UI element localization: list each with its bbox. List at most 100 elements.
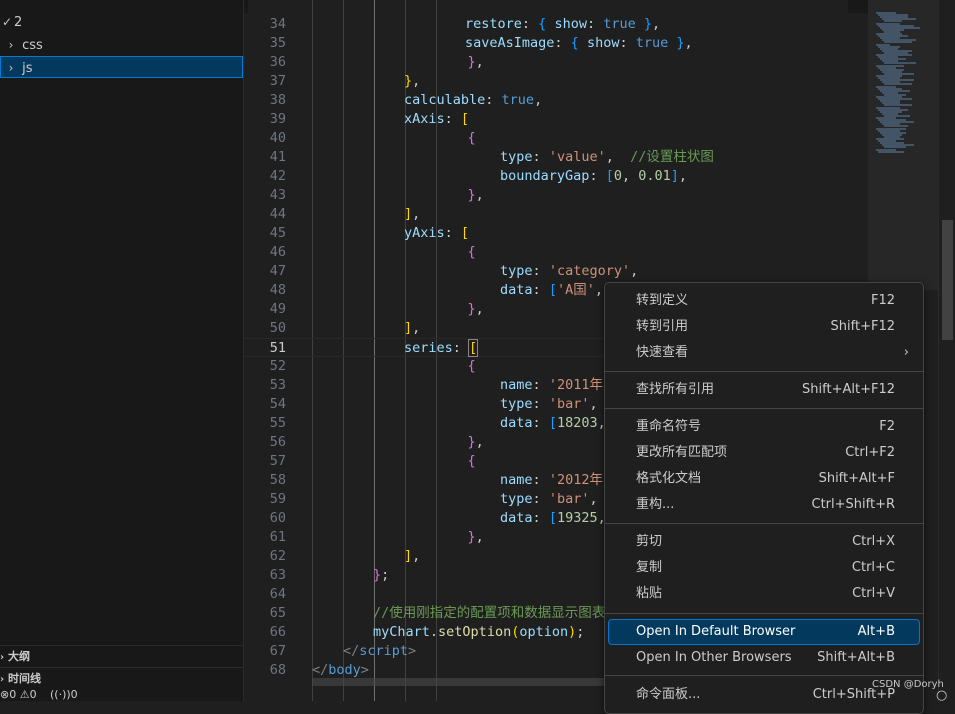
code-line[interactable]: 43 }, <box>244 186 868 205</box>
code-text: restore: { show: true }, <box>465 16 661 32</box>
minimap-line <box>882 112 898 115</box>
code-line[interactable]: 36 }, <box>244 53 868 72</box>
active-editor-tab[interactable] <box>248 0 848 13</box>
problems-status[interactable]: ⊗0 ⚠0 <box>0 688 37 701</box>
line-number: 63 <box>269 567 286 583</box>
tree-folder-css[interactable]: › css <box>0 34 243 56</box>
code-line[interactable]: 53 name: '2011年', <box>244 376 868 395</box>
menu-item-shortcut: Ctrl+C <box>851 560 895 575</box>
minimap-line <box>878 108 908 111</box>
line-number: 56 <box>269 434 286 450</box>
code-line[interactable]: 57 { <box>244 452 868 471</box>
code-line[interactable]: 50], <box>244 319 868 338</box>
menu-item-label: 转到引用 <box>636 319 689 334</box>
code-line[interactable]: 68</body> <box>244 661 868 680</box>
outline-panel-header[interactable]: ›大纲 <box>0 645 243 667</box>
line-number: 37 <box>269 73 286 89</box>
notification-bell-icon[interactable]: ○ <box>936 688 948 703</box>
code-line[interactable]: 65//使用刚指定的配置项和数据显示图表 <box>244 604 868 623</box>
menu-item-shortcut: Ctrl+Shift+P <box>812 687 895 702</box>
line-number: 41 <box>269 149 286 165</box>
menu-item[interactable]: 快速查看› <box>609 341 919 365</box>
menu-item-shortcut: Shift+Alt+F <box>818 471 895 486</box>
minimap-line <box>882 91 898 94</box>
menu-item[interactable]: 重构... Ctrl+Shift+R <box>609 493 919 517</box>
minimap-line <box>878 45 900 48</box>
minimap-line <box>884 104 912 107</box>
tree-folder-js[interactable]: › js <box>0 56 243 78</box>
code-line[interactable]: 61 }, <box>244 528 868 547</box>
ports-count: 0 <box>70 688 78 701</box>
code-text: saveAsImage: { show: true }, <box>465 35 693 51</box>
chevron-down-icon: ✓ <box>1 15 13 29</box>
code-line[interactable]: 63}; <box>244 566 868 585</box>
code-line[interactable]: 37}, <box>244 72 868 91</box>
menu-item-shortcut: Ctrl+Shift+R <box>811 497 896 512</box>
code-line[interactable]: 47 type: 'category', <box>244 262 868 281</box>
minimap-line <box>878 98 912 101</box>
menu-item-label: 命令面板... <box>636 687 701 702</box>
code-line[interactable]: 64 <box>244 585 868 604</box>
tree-label: 2 <box>14 15 23 30</box>
vertical-scrollbar[interactable] <box>938 0 955 701</box>
code-line[interactable]: 52 { <box>244 357 868 376</box>
code-line[interactable]: 41 type: 'value', //设置柱状图 <box>244 148 868 167</box>
menu-item-shortcut: Shift+Alt+B <box>817 650 895 665</box>
minimap-line <box>880 79 914 82</box>
code-line[interactable]: 34 restore: { show: true }, <box>244 15 868 34</box>
menu-item[interactable]: 命令面板... Ctrl+Shift+P <box>609 683 919 707</box>
scrollbar-thumb[interactable] <box>942 220 953 340</box>
indent-guide <box>343 0 344 701</box>
line-number: 53 <box>269 377 286 393</box>
code-line[interactable]: 67</script> <box>244 642 868 661</box>
code-line[interactable]: 40 { <box>244 129 868 148</box>
code-text: type: 'category', <box>500 263 639 279</box>
code-text: }, <box>467 434 484 450</box>
code-line[interactable]: 44], <box>244 205 868 224</box>
menu-item-label: 重构... <box>636 497 675 512</box>
line-number: 47 <box>269 263 286 279</box>
menu-item-shortcut: F2 <box>879 419 895 434</box>
indent-guide <box>374 0 375 701</box>
tree-label: css <box>22 38 43 53</box>
code-line[interactable]: 59 type: 'bar', <box>244 490 868 509</box>
line-number: 43 <box>269 187 286 203</box>
minimap-line <box>882 49 912 52</box>
code-line[interactable]: 46 { <box>244 243 868 262</box>
code-line[interactable]: 54 type: 'bar', <box>244 395 868 414</box>
watermark: CSDN @Doryh <box>872 679 944 690</box>
line-number: 62 <box>269 548 286 564</box>
line-number: 34 <box>269 16 286 32</box>
minimap-line <box>882 60 898 63</box>
code-line[interactable]: 49 }, <box>244 300 868 319</box>
error-count: 0 <box>9 688 17 701</box>
minimap-line <box>878 66 896 69</box>
code-line[interactable]: 56 }, <box>244 433 868 452</box>
code-line[interactable]: 62], <box>244 547 868 566</box>
menu-separator <box>605 613 923 614</box>
horizontal-scrollbar[interactable] <box>312 678 612 686</box>
code-line[interactable]: 42 boundaryGap: [0, 0.01], <box>244 167 868 186</box>
menu-item-label: 粘贴 <box>636 586 663 601</box>
minimap-line <box>876 64 904 67</box>
tree-folder-2[interactable]: ✓2 <box>0 11 243 33</box>
ports-status[interactable]: ((·))0 <box>50 688 78 701</box>
timeline-panel-header[interactable]: ›时间线 <box>0 667 243 689</box>
